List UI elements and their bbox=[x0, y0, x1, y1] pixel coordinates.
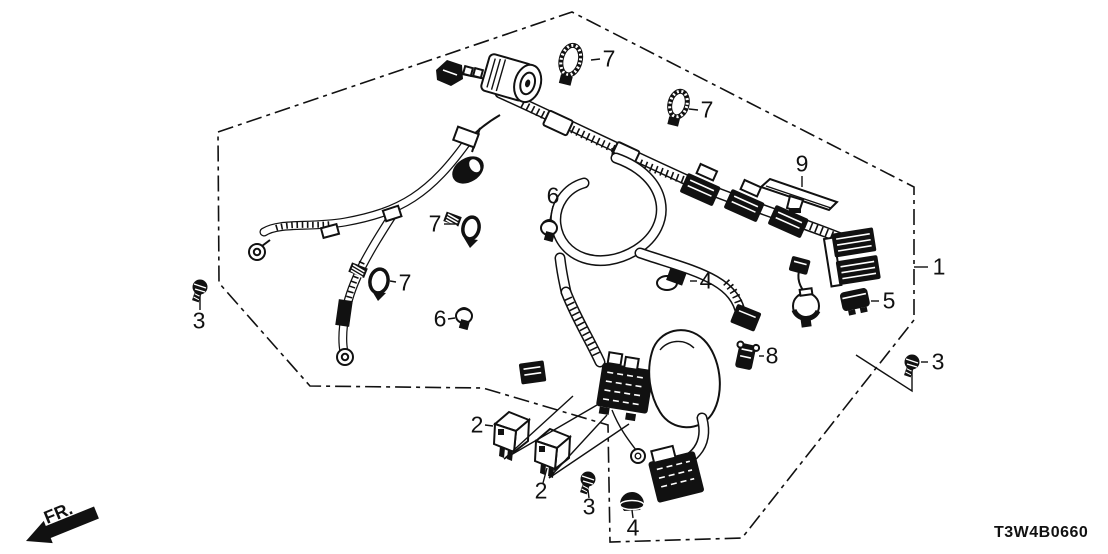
bolt-clamp-left bbox=[348, 262, 390, 301]
callout-6-clip-upper[interactable]: 6 bbox=[546, 182, 560, 209]
horn-sensor-connector bbox=[451, 125, 484, 184]
ground-wire-ring bbox=[611, 409, 646, 464]
diagram-code: T3W4B0660 bbox=[994, 524, 1089, 541]
harness-clip-8 bbox=[735, 340, 761, 370]
ring-terminal-lower-left bbox=[319, 222, 354, 366]
harness-band-clamp-mid bbox=[667, 88, 690, 127]
harness-stay-bracket bbox=[759, 177, 839, 214]
fuse-relay-box bbox=[518, 351, 654, 422]
ring-terminal-left bbox=[248, 239, 271, 261]
injector-connector-rail bbox=[680, 162, 809, 238]
connector-cap bbox=[839, 288, 870, 316]
callout-6-clip-lower[interactable]: 6 bbox=[433, 305, 447, 332]
callout-1-harness[interactable]: 1 bbox=[932, 253, 946, 280]
lower-corrugated-tube bbox=[560, 286, 606, 368]
callout-7-clamp-mid[interactable]: 7 bbox=[700, 96, 714, 123]
callout-4-sensor-upper[interactable]: 4 bbox=[699, 267, 713, 294]
map-sensor-upper bbox=[656, 267, 687, 291]
round-sensor-boot bbox=[791, 287, 821, 328]
harness-clip-upper bbox=[540, 219, 558, 243]
callout-8-clip[interactable]: 8 bbox=[765, 342, 779, 369]
callout-2-relay-2[interactable]: 2 bbox=[534, 477, 548, 504]
condenser-assembly bbox=[436, 53, 543, 104]
lower-connector-block bbox=[648, 444, 704, 503]
callout-2-relay-1[interactable]: 2 bbox=[470, 411, 484, 438]
relay-2 bbox=[533, 427, 572, 478]
callout-9-bracket[interactable]: 9 bbox=[795, 150, 809, 177]
rubber-boot bbox=[648, 329, 721, 474]
callout-3-bolt-bottom[interactable]: 3 bbox=[582, 493, 596, 520]
harness-clip-lower bbox=[455, 307, 473, 331]
dashed-boundary-outline bbox=[217, 11, 915, 543]
grommet-lower bbox=[619, 492, 645, 511]
harness-band-clamp-top bbox=[558, 42, 584, 86]
callout-7-clamp-left[interactable]: 7 bbox=[398, 269, 412, 296]
relay-1 bbox=[492, 410, 531, 461]
callout-7-clamp-center[interactable]: 7 bbox=[428, 210, 442, 237]
flange-bolt-bottom bbox=[580, 471, 596, 495]
callout-3-bolt-right[interactable]: 3 bbox=[931, 348, 945, 375]
fr-direction-arrow-icon: FR. bbox=[26, 498, 99, 544]
bolt-clamp-center bbox=[443, 211, 481, 248]
callout-leader-lines bbox=[199, 58, 928, 519]
callout-7-clamp-top[interactable]: 7 bbox=[602, 45, 616, 72]
right-branch-connector bbox=[730, 304, 762, 332]
callout-4-grommet[interactable]: 4 bbox=[626, 514, 640, 541]
callout-5-cap[interactable]: 5 bbox=[882, 287, 896, 314]
ecu-connector-stack bbox=[788, 227, 881, 294]
callout-3-bolt-left[interactable]: 3 bbox=[192, 307, 206, 334]
